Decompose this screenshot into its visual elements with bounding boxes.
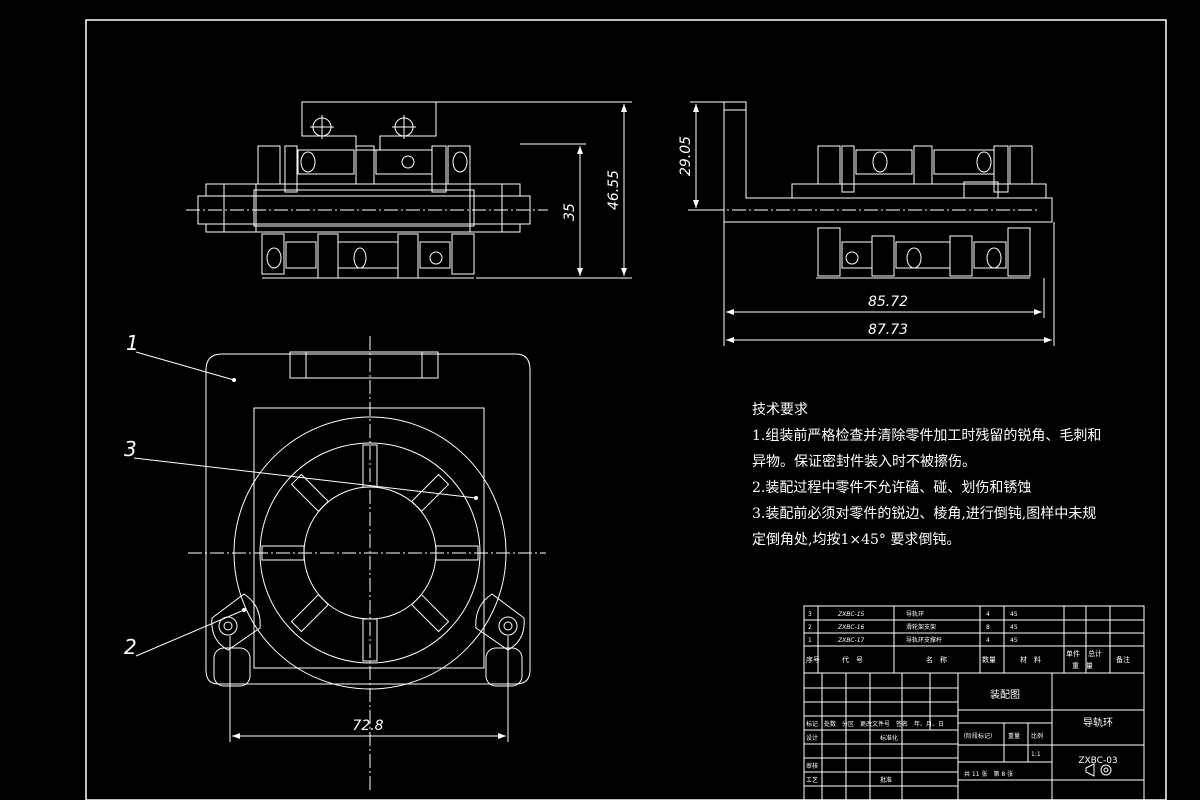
stage-mark: （阶段标记）	[960, 732, 996, 740]
title-block	[803, 605, 1145, 800]
bom-header-remark: 备注	[1116, 655, 1130, 664]
bom-table: 3 ZXBC-15 导轨环 4 45 2 ZXBC-16 滑轮架支架 8 45 …	[806, 610, 1130, 670]
bom-header-material: 材 料	[1020, 655, 1041, 664]
dim-72-8: 72.8	[352, 718, 383, 734]
weight-label: 重量	[1008, 732, 1020, 740]
bom-row: 1 ZXBC-17 导轨环支撑杆 4 45	[808, 636, 1018, 644]
bom-no: 2	[808, 624, 812, 631]
side-view	[688, 101, 1055, 346]
bom-header: 序号 代 号 名 称 数量 材 料 单件 总计 重 量 备注	[806, 649, 1130, 670]
dim-85-72: 85.72	[868, 294, 908, 310]
sheet-count: 共 11 张 第 8 张	[964, 770, 1013, 778]
scale-value: 1:1	[1031, 751, 1041, 758]
bom-code: ZXBC-17	[837, 637, 865, 644]
dim-46-55: 46.55	[606, 170, 622, 210]
dim-35: 35	[562, 203, 578, 221]
bom-material: 45	[1010, 624, 1018, 631]
bom-material: 45	[1010, 611, 1018, 618]
bom-name: 导轨环支撑杆	[906, 636, 942, 644]
requirement-line: 1.组装前严格检查并清除零件加工时残留的锐角、毛刺和	[752, 428, 1102, 444]
bom-name: 滑轮架支架	[906, 623, 936, 631]
dim-29-05: 29.05	[678, 136, 694, 176]
dim-87-73: 87.73	[868, 322, 908, 338]
requirements-title: 技术要求	[752, 402, 808, 418]
bom-row: 3 ZXBC-15 导轨环 4 45	[808, 610, 1018, 618]
bom-name: 导轨环	[906, 610, 924, 618]
bom-qty: 4	[986, 611, 990, 618]
bom-header-qty: 数量	[982, 655, 996, 664]
review-label: 审核	[806, 762, 818, 770]
revision-row: 标记 处数 分区 更改文件号 签名 年、月、日	[806, 720, 944, 728]
balloon-3: 3	[124, 437, 137, 461]
drawing-no: ZXBC-03	[1078, 756, 1117, 766]
bom-no: 1	[808, 637, 812, 644]
requirement-line: 定倒角处,均按1×45° 要求倒钝。	[752, 532, 961, 548]
balloon-2: 2	[124, 635, 137, 659]
top-view	[133, 336, 546, 790]
bom-row: 2 ZXBC-16 滑轮架支架 8 45	[808, 623, 1018, 631]
bom-header-code: 代 号	[842, 655, 863, 664]
bom-header-single: 单件	[1066, 649, 1080, 658]
design-label: 设计	[806, 734, 818, 742]
bom-header-no: 序号	[806, 655, 820, 664]
process-label: 工艺	[806, 776, 818, 784]
bom-qty: 8	[986, 624, 990, 631]
bom-header-total: 总计	[1088, 649, 1102, 658]
technical-requirements: 技术要求 1.组装前严格检查并清除零件加工时残留的锐角、毛刺和 异物。保证密封件…	[752, 397, 1112, 553]
bom-header-name: 名 称	[926, 655, 947, 664]
standardize-label: 标准化	[880, 734, 898, 742]
balloon-1: 1	[126, 331, 139, 355]
bom-header-weight: 重 量	[1072, 662, 1093, 670]
bom-material: 45	[1010, 637, 1018, 644]
requirement-line: 异物。保证密封件装入时不被擦伤。	[752, 454, 976, 470]
front-view	[186, 101, 632, 279]
part-name: 导轨环	[1083, 716, 1113, 729]
bom-no: 3	[808, 611, 812, 618]
drawing-border	[85, 19, 1167, 800]
drawing-type: 装配图	[990, 688, 1020, 701]
requirement-line: 3.装配前必须对零件的锐边、棱角,进行倒钝,图样中未规	[752, 506, 1097, 522]
bom-code: ZXBC-15	[837, 611, 865, 618]
requirement-line: 2.装配过程中零件不允许磕、碰、划伤和锈蚀	[752, 480, 1032, 496]
approve-label: 批准	[880, 776, 892, 784]
scale-label: 比例	[1031, 732, 1043, 740]
bom-qty: 4	[986, 637, 990, 644]
bom-code: ZXBC-16	[837, 624, 865, 631]
